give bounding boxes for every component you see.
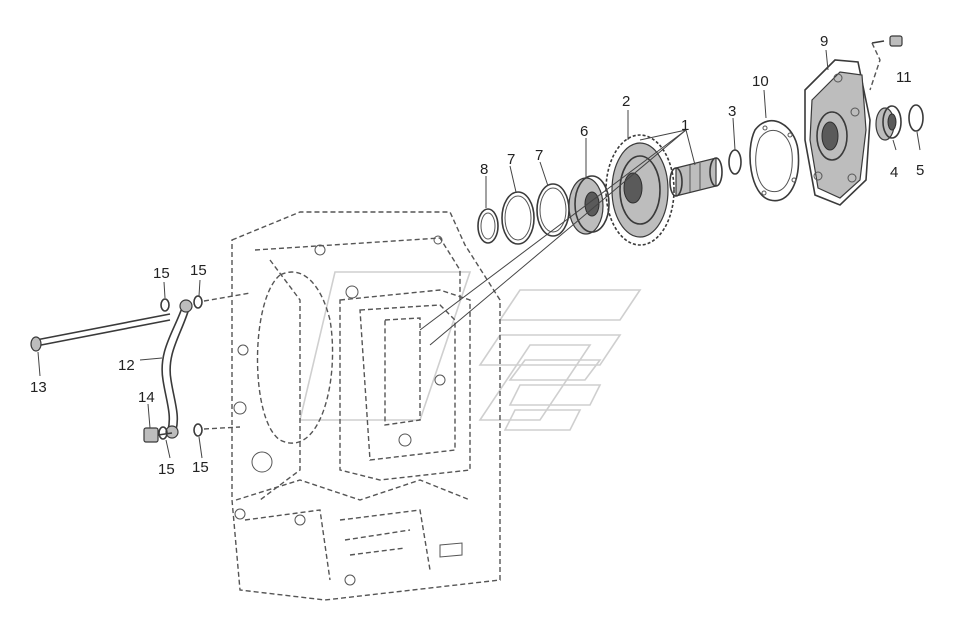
callout-15b: 15 [190,262,207,279]
callout-labels: 1 2 3 4 5 6 7 7 8 9 10 11 12 13 14 15 15… [30,33,924,478]
callout-12: 12 [118,357,135,374]
transmission-housing [231,211,501,601]
gasket [749,119,800,202]
o-ring [728,149,742,175]
shaft [669,157,723,197]
callout-15c: 15 [158,461,175,478]
end-cover [804,59,871,206]
callout-6: 6 [580,123,588,140]
callout-5: 5 [916,162,924,179]
callout-10: 10 [752,73,769,90]
spacer-rings [501,183,570,245]
callout-4: 4 [890,164,898,181]
callout-8: 8 [480,161,488,178]
callout-15a: 15 [153,265,170,282]
callout-14: 14 [138,389,155,406]
callout-9: 9 [820,33,828,50]
watermark-logo [298,271,642,431]
leader-lines [37,49,921,459]
sealing-washers [158,295,203,440]
callout-2: 2 [622,93,630,110]
bearing [568,175,610,235]
callout-7b: 7 [535,147,543,164]
oil-tube [161,299,193,439]
callout-3: 3 [728,103,736,120]
driven-gear [605,134,675,246]
banjo-bolt [143,427,173,443]
callout-11: 11 [896,69,912,86]
callout-15d: 15 [192,459,209,476]
retaining-ring [908,104,924,132]
bushing [875,105,902,141]
callout-1: 1 [681,117,689,134]
assembly-lines [203,292,251,430]
long-bolt [30,313,171,352]
callout-13: 13 [30,379,47,396]
snap-ring [477,208,499,244]
callout-7a: 7 [507,151,515,168]
cover-bolt [869,35,903,91]
